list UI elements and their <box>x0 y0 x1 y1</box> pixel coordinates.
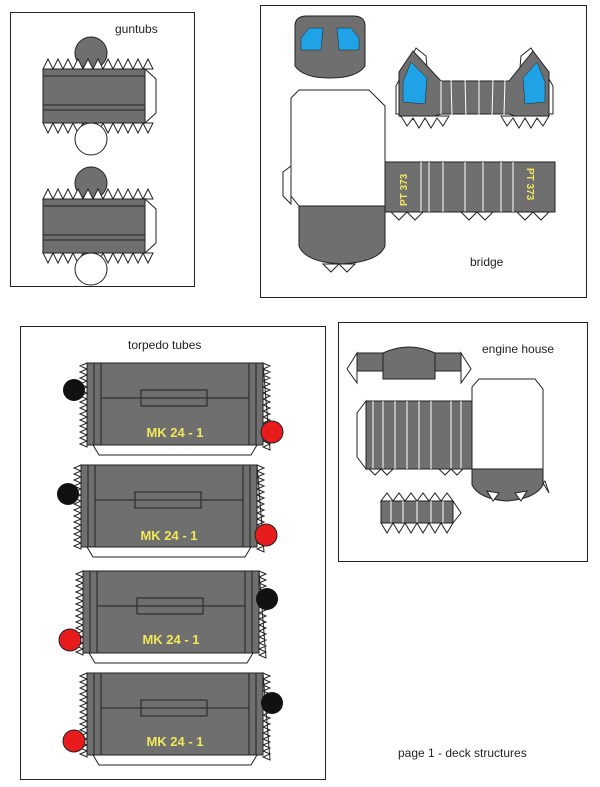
guntub-part-upper <box>42 36 157 156</box>
bridge-deck-piece <box>282 89 386 273</box>
guntub-glue-tab <box>144 67 157 125</box>
guntub-wall <box>42 68 146 124</box>
engine-house-title: engine house <box>482 342 555 356</box>
window-pane-right <box>336 27 360 51</box>
guntub-top-tabs <box>42 187 154 201</box>
torpedo-tube-3: MK 24 - 1 <box>58 570 278 664</box>
window-pane-left <box>300 27 324 51</box>
cap-red <box>62 729 86 753</box>
tube-label: MK 24 - 1 <box>146 425 203 440</box>
engine-house-parts <box>346 346 550 534</box>
cap-black <box>57 483 79 505</box>
tube-label: MK 24 - 1 <box>146 734 203 749</box>
bridge-panel: PT 373 PT 373 bridge <box>260 5 587 298</box>
bridge-parts: PT 373 PT 373 <box>282 15 556 273</box>
torpedo-tubes-panel: MK 24 - 1 MK 24 - 1 MK 24 - 1 MK 24 - 1 … <box>20 326 326 780</box>
guntub-bottom-disc <box>74 122 108 156</box>
cap-red <box>58 628 82 652</box>
bridge-rear-strip: PT 373 PT 373 <box>384 161 556 221</box>
guntubs-parts <box>42 36 157 286</box>
bridge-title: bridge <box>470 255 504 269</box>
cap-red <box>260 420 284 444</box>
cap-black <box>63 379 85 401</box>
guntub-glue-tab <box>144 197 157 255</box>
engine-house-small-strip <box>380 492 462 534</box>
bridge-side-wall <box>395 47 554 129</box>
window-pane-left <box>402 61 428 105</box>
guntubs-panel: guntubs <box>10 12 195 287</box>
tube-label: MK 24 - 1 <box>142 632 199 647</box>
engine-house-top <box>346 346 472 385</box>
torpedo-tube-1: MK 24 - 1 <box>63 362 284 456</box>
engine-house-floor <box>471 378 550 502</box>
engine-house-side-strip <box>356 399 473 476</box>
cap-red <box>254 523 278 547</box>
window-pane-right <box>522 61 546 105</box>
cap-black <box>256 588 278 610</box>
bridge-front-panel <box>294 15 366 79</box>
page-footer: page 1 - deck structures <box>398 746 527 760</box>
tube-label: MK 24 - 1 <box>140 528 197 543</box>
guntub-wall <box>42 198 146 254</box>
engine-house-panel: engine house <box>338 322 588 562</box>
guntubs-title: guntubs <box>115 22 158 36</box>
torpedo-tubes-parts: MK 24 - 1 MK 24 - 1 MK 24 - 1 MK 24 - 1 <box>57 362 284 766</box>
torpedo-tube-4: MK 24 - 1 <box>62 672 283 766</box>
guntub-bottom-disc <box>74 252 108 286</box>
guntub-part-lower <box>42 166 157 286</box>
hull-number-left: PT 373 <box>399 173 410 206</box>
torpedo-tube-2: MK 24 - 1 <box>57 464 278 558</box>
torpedo-tubes-title: torpedo tubes <box>128 338 202 352</box>
cap-black <box>261 692 283 714</box>
hull-number-right: PT 373 <box>524 168 535 201</box>
guntub-top-tabs <box>42 57 154 71</box>
